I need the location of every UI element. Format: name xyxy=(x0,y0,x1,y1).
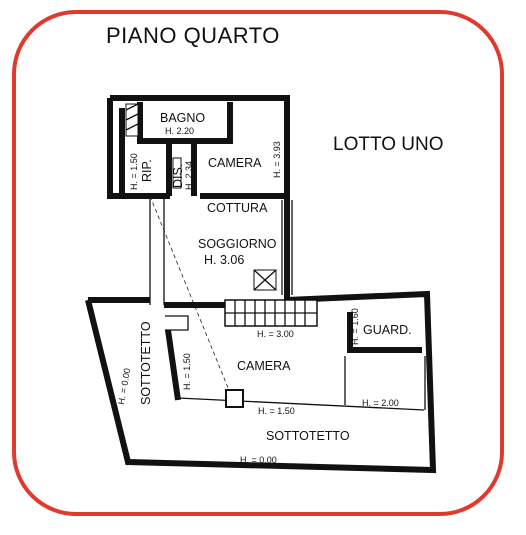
room-sottotetto-bottom: SOTTOTETTO xyxy=(266,429,350,443)
room-camera-low-height-2: H. = 1.50 xyxy=(258,406,295,416)
right-window xyxy=(281,200,293,295)
plan-title: PIANO QUARTO xyxy=(106,23,280,48)
room-camera-top-height: H. = 3.93 xyxy=(272,141,282,178)
room-rip: RIP. xyxy=(140,159,154,182)
room-bagno-height: H. 2.20 xyxy=(165,126,194,136)
room-rip-height: H. = 1.50 xyxy=(129,153,139,190)
room-sottotetto-left: SOTTOTETTO xyxy=(139,321,153,405)
red-rounded-frame xyxy=(12,10,504,516)
chimney-box xyxy=(225,389,244,408)
room-sottotetto-bottom-height: H. = 0.00 xyxy=(240,455,277,465)
section-line xyxy=(149,195,236,406)
wall-hatching xyxy=(125,103,277,291)
room-dis: DIS. xyxy=(171,164,185,188)
room-guard: GUARD. xyxy=(363,323,412,337)
room-guard-height: H. = 1.60 xyxy=(350,308,360,345)
room-soggiorno: SOGGIORNO xyxy=(198,237,277,251)
room-dis-height: H. 2.34 xyxy=(184,161,194,190)
room-camera-low: CAMERA xyxy=(237,359,291,373)
room-sottotetto-left-height: H. = 0.00 xyxy=(116,367,132,405)
upper-block-walls xyxy=(107,95,290,305)
room-soggiorno-height: H. 3.06 xyxy=(204,253,244,267)
stair xyxy=(225,300,317,326)
stair-height: H. = 3.00 xyxy=(257,329,294,339)
lot-label: LOTTO UNO xyxy=(333,134,444,155)
room-camera-low-height-3: H. = 2.00 xyxy=(362,398,399,408)
room-camera-top: CAMERA xyxy=(208,156,262,170)
room-cottura: COTTURA xyxy=(207,201,268,215)
room-bagno: BAGNO xyxy=(160,111,205,125)
room-camera-low-height-1: H. = 1.50 xyxy=(182,353,192,390)
